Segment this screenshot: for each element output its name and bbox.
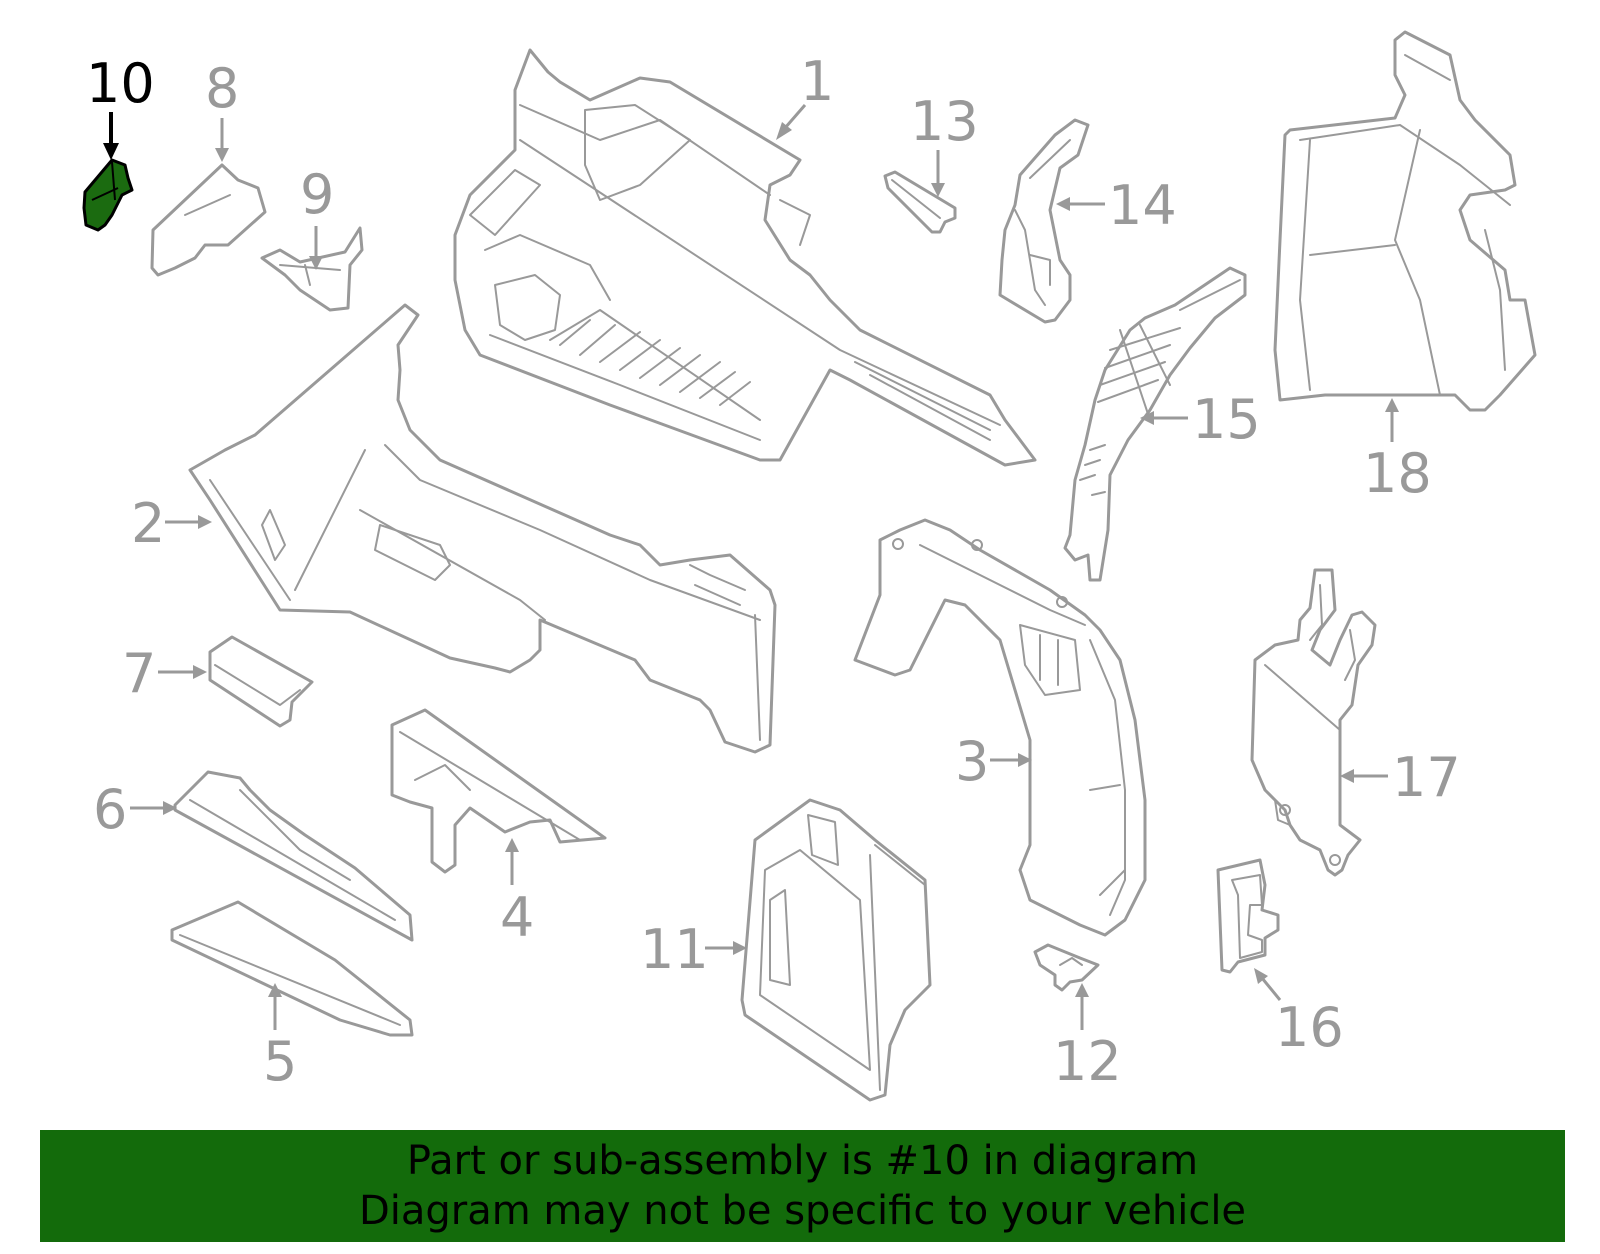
part-9[interactable] [260,226,364,312]
info-banner: Part or sub-assembly is #10 in diagram D… [40,1130,1565,1242]
part-18[interactable] [1273,30,1537,412]
part-6[interactable] [173,770,414,942]
part-4[interactable] [390,708,607,874]
callout-3: 3 [955,730,989,793]
part-3[interactable] [853,518,1147,937]
callout-15: 15 [1192,388,1261,451]
part-17[interactable] [1250,568,1377,877]
leader-arrows [103,104,1399,1030]
part-1[interactable] [453,48,1037,467]
arrow-14 [1056,197,1105,211]
arrow-13 [931,150,945,197]
callout-16: 16 [1275,996,1344,1059]
part-8[interactable] [150,163,267,277]
callout-11: 11 [640,918,709,981]
arrow-16 [1254,968,1282,1001]
callout-17: 17 [1392,746,1461,809]
arrow-4 [505,838,519,885]
callout-18: 18 [1363,442,1432,505]
part-11[interactable] [740,798,932,1102]
arrow-10 [103,112,119,160]
callout-4: 4 [500,886,534,949]
arrow-2 [165,515,212,529]
part-16[interactable] [1216,858,1280,974]
callout-numbers: 1 2 3 4 5 6 7 8 9 10 11 12 13 14 15 16 1… [86,50,1461,1093]
callout-10: 10 [86,52,155,115]
arrow-9 [309,226,323,270]
arrow-5 [268,983,282,1030]
arrow-8 [215,118,229,162]
part-7[interactable] [208,635,314,728]
arrow-7 [158,665,207,679]
part-13[interactable] [883,170,957,234]
arrow-11 [705,941,747,955]
callout-9: 9 [300,163,334,226]
callout-12: 12 [1053,1030,1122,1093]
callout-7: 7 [122,642,156,705]
callout-2: 2 [131,492,165,555]
arrow-1 [776,104,807,140]
banner-line-part: Part or sub-assembly is #10 in diagram [406,1138,1199,1184]
banner-line-disclaimer: Diagram may not be specific to your vehi… [358,1188,1247,1234]
arrow-6 [130,801,177,815]
arrow-15 [1140,411,1188,425]
callout-1: 1 [800,50,834,113]
part-14[interactable] [998,118,1090,324]
callout-14: 14 [1108,174,1177,237]
callout-5: 5 [263,1030,297,1093]
callout-13: 13 [910,90,979,153]
callout-8: 8 [205,57,239,120]
part-15[interactable] [1063,266,1247,582]
part-5[interactable] [170,900,414,1037]
arrow-18 [1385,398,1399,442]
arrow-12 [1075,983,1089,1030]
callout-6: 6 [93,778,127,841]
arrow-3 [990,753,1032,767]
part-10[interactable] [82,158,134,232]
part-2[interactable] [188,303,777,754]
arrow-17 [1340,769,1388,783]
part-12[interactable] [1033,943,1100,992]
